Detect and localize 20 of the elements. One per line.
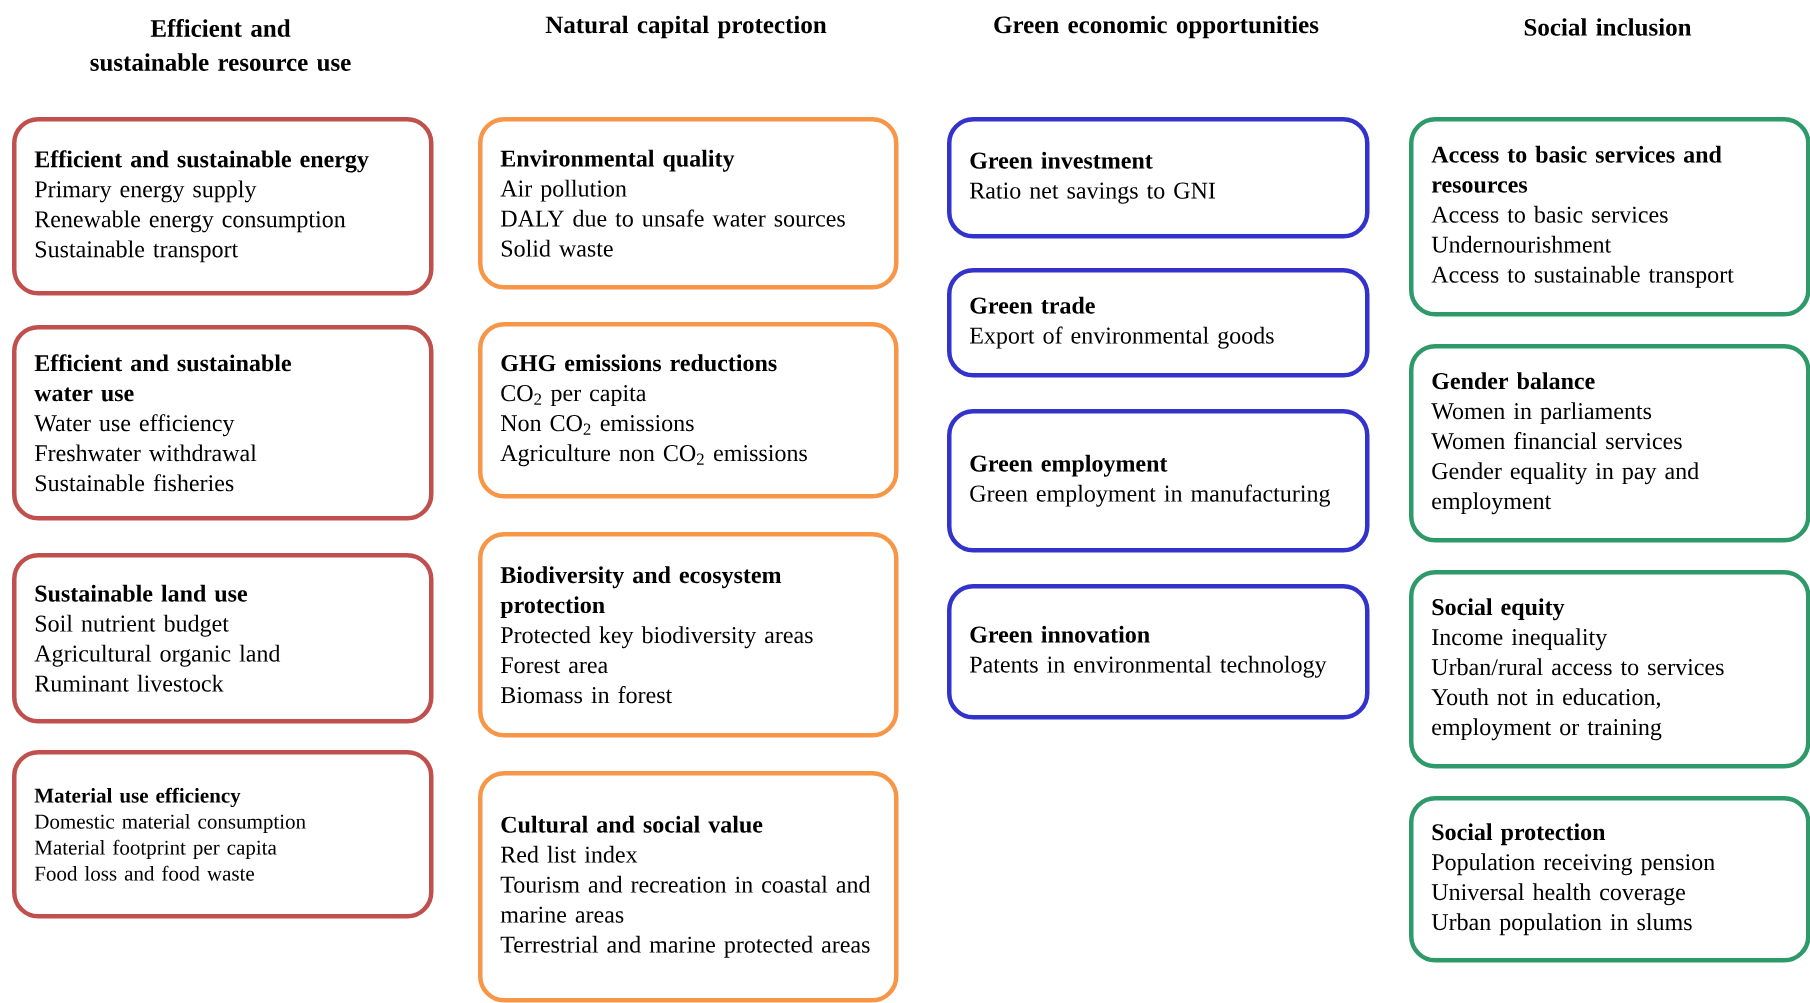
indicator-box: Material use efficiency Domestic material consumption Material footprint per capita Food loss and food waste <box>12 750 434 919</box>
indicator-box: Green employment Green employment in manufacturing <box>947 409 1370 553</box>
indicator-box: Green investment Ratio net savings to GNI <box>947 117 1370 239</box>
column-heading: Efficient and sustainable resource use <box>90 19 351 71</box>
indicator-box: Access to basic services and resources Access to basic services Undernourishment Access to sustainable transport <box>1409 117 1810 317</box>
indicator-box: Environmental quality Air pollution DALY due to unsafe water sources Solid waste <box>478 117 899 290</box>
indicator-box: Green trade Export of environmental goods <box>947 268 1370 378</box>
indicator-box: Cultural and social value Red list index Tourism and recreation in coastal and marine areas Terrestrial and marine protected areas <box>478 771 899 1003</box>
column-heading: Natural capital protection <box>545 15 827 39</box>
indicator-box: Green innovation Patents in environmental technology <box>947 584 1370 720</box>
indicator-box: Biodiversity and ecosystem protection Protected key biodiversity areas Forest area Biomass in forest <box>478 532 899 738</box>
column-heading: Green economic opportunities <box>994 15 1319 39</box>
indicator-box: Efficient and sustainable energy Primary energy supply Renewable energy consumption Sustainable transport <box>12 117 434 296</box>
indicator-box: Social equity Income inequality Urban/rural access to services Youth not in education, employment or training <box>1409 570 1810 769</box>
indicator-box: GHG emissions reductions CO$_{2}$ per capita Non CO$_{2}$ emissions Agriculture non CO$_{2}$ emissions <box>478 322 899 499</box>
column-heading: Social inclusion <box>1524 18 1692 36</box>
indicator-box: Gender balance Women in parliaments Women financial services Gender equality in pay and employment <box>1409 344 1810 543</box>
indicator-box: Efficient and sustainable water use Water use efficiency Freshwater withdrawal Sustainable fisheries <box>12 325 434 521</box>
indicator-box: Social protection Population receiving pension Universal health coverage Urban population in slums <box>1409 796 1810 963</box>
indicator-box: Sustainable land use Soil nutrient budget Agricultural organic land Ruminant livestock <box>12 553 434 724</box>
